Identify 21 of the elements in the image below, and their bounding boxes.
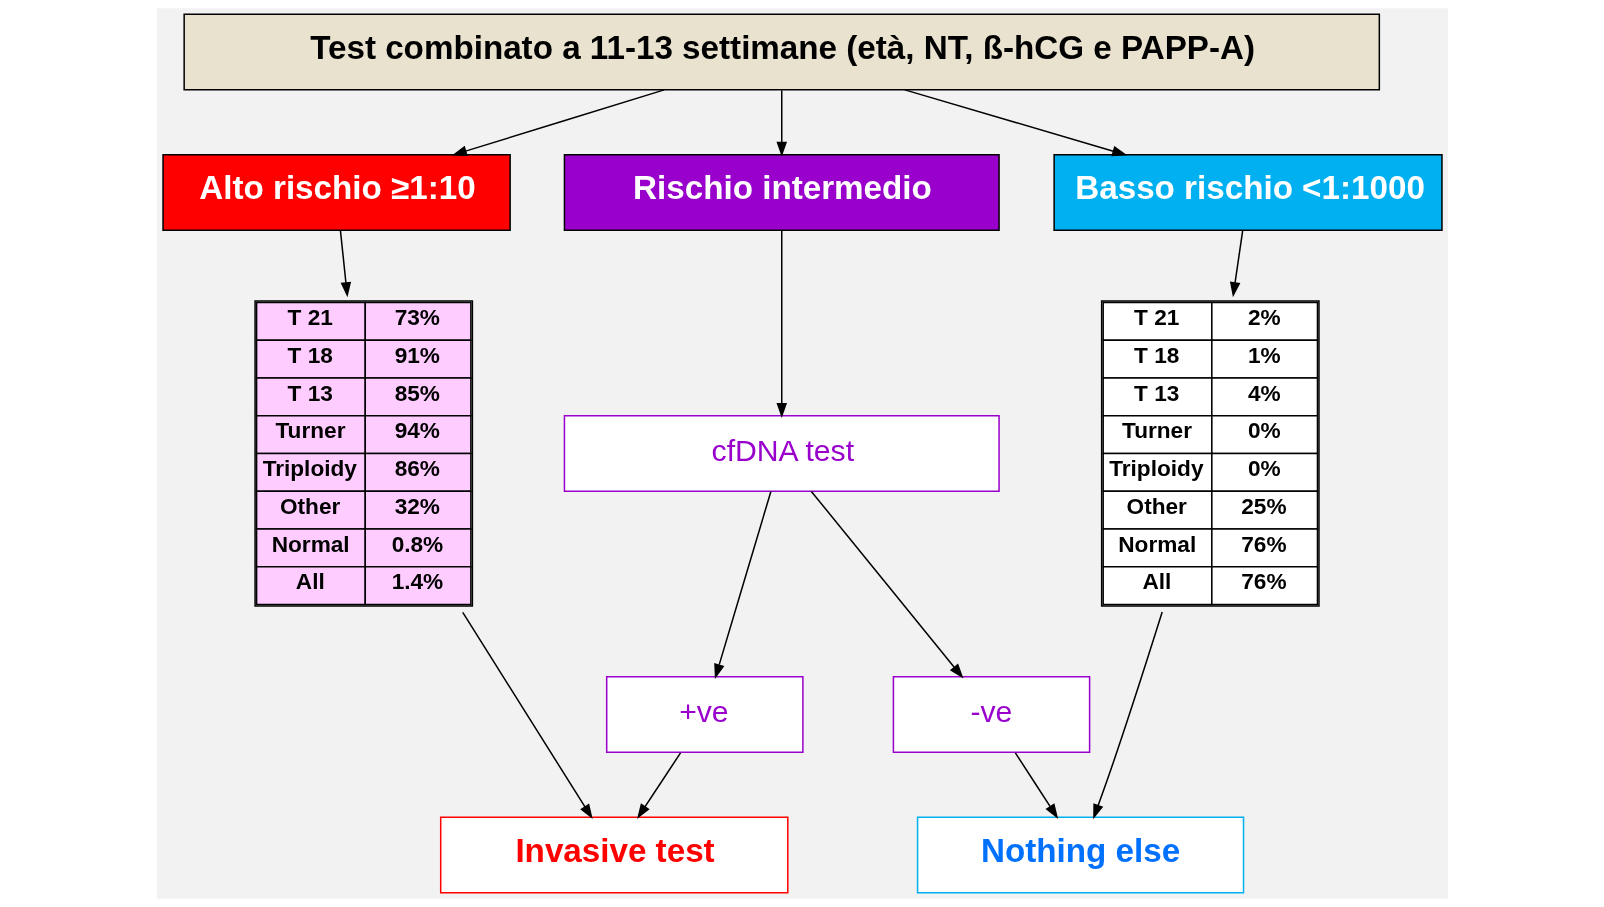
arrow [1014,752,1058,819]
arrow [810,490,963,679]
arrow [903,89,1127,157]
node-box: Rischio intermedio [563,153,1000,231]
node-box: +ve [605,676,804,754]
arrow [339,229,351,298]
arrow [1229,229,1243,298]
arrow [713,490,772,680]
arrow [636,752,681,819]
arrow [451,89,665,156]
node-box: Basso rischio <1:1000 [1052,153,1443,231]
arrow [1092,611,1163,820]
node-box: Invasive test [439,816,789,894]
arrow [775,229,787,419]
node-box: Alto rischio ≥1:10 [161,153,511,231]
node-box: Nothing else [916,816,1244,894]
node-box: cfDNA test [563,415,1000,492]
node-box: -ve [892,676,1090,754]
node-box: Test combinato a 11-13 settimane (età, NT, ß-hCG e PAPP-A) [182,13,1380,91]
arrow [461,611,593,820]
arrow [775,89,787,157]
